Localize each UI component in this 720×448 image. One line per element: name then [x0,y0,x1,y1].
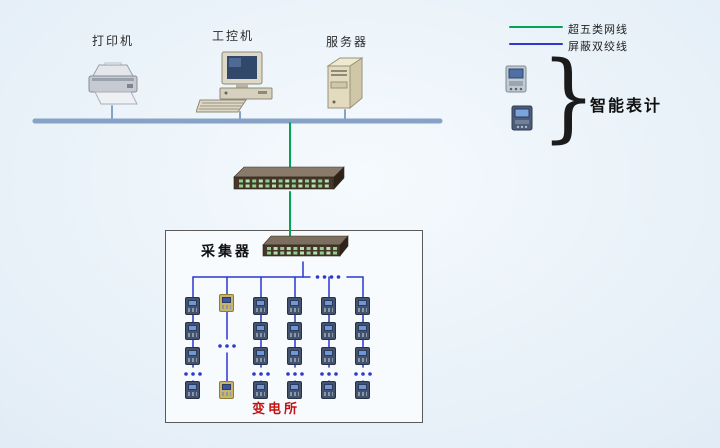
server-label: 服务器 [326,35,369,49]
legend-cat5e-label: 超五类网线 [568,24,628,36]
ellipsis-dot [286,372,290,376]
ellipsis-dot [329,275,334,279]
smart-meter-icon-b [510,104,534,137]
ellipsis-dot [191,372,195,376]
ellipsis-dot [327,372,331,376]
ellipsis-dot [232,344,236,348]
collector-switch-ports-row1 [267,247,337,250]
ellipsis-dot [252,372,256,376]
smart-meter-icon-a [503,64,529,101]
ellipsis-dot [198,372,202,376]
ellipsis-dot [225,344,229,348]
ellipsis-dot [266,372,270,376]
brace-glyph: } [541,41,597,153]
ellipsis-dot [322,275,327,279]
collector-switch-icon [258,233,354,268]
smart-meter-label: 智能表计 [590,98,663,115]
ellipsis-dot [300,372,304,376]
ellipsis-dot [336,275,341,279]
ellipsis-dot [259,372,263,376]
ellipsis-dot [354,372,358,376]
switch-ports-row2 [239,184,329,188]
ellipsis-dot [361,372,365,376]
server-icon [322,56,368,117]
ellipsis-dot [334,372,338,376]
collector-switch-ports-row2 [267,251,337,255]
ellipsis-dot [320,372,324,376]
ellipsis-dot [218,344,222,348]
legend-stp-label: 屏蔽双绞线 [568,41,628,53]
ellipsis-dot [293,372,297,376]
switch-icon [228,163,352,202]
printer-label: 打印机 [92,34,135,48]
ellipsis-dot [368,372,372,376]
ellipsis-dot [184,372,188,376]
printer-icon [83,62,143,113]
industrial-pc-icon [195,50,284,119]
ellipsis-dot [315,275,320,279]
collector-label: 采集器 [201,243,252,259]
substation-label: 变电所 [252,401,301,416]
industrial-pc-label: 工控机 [212,29,255,43]
switch-ports-row1 [239,179,329,183]
